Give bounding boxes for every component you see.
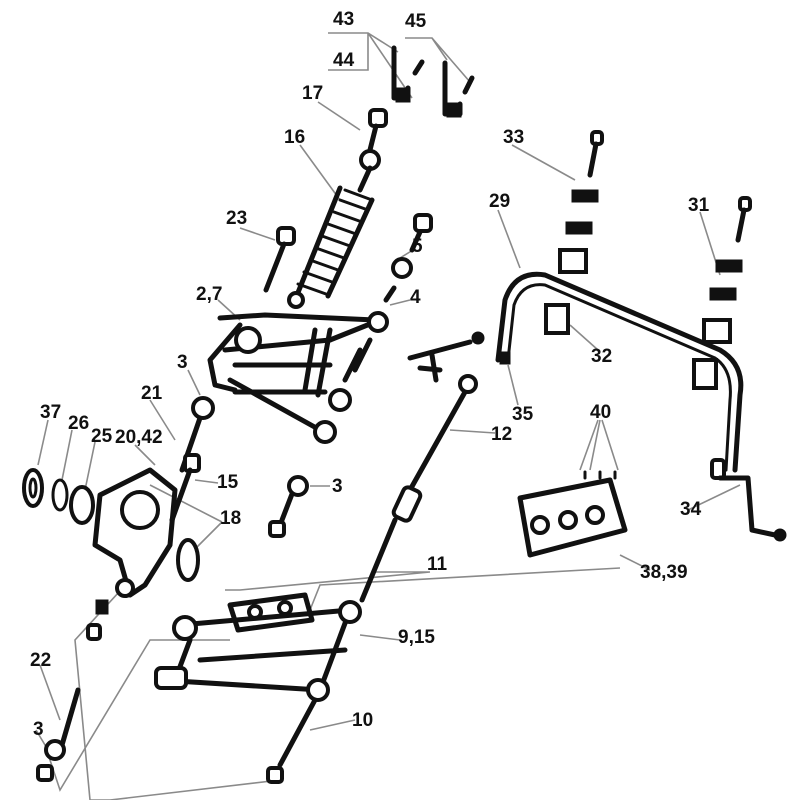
bushing-4 — [383, 285, 397, 303]
clip-43-44 — [391, 45, 425, 103]
bolt-23 — [263, 226, 296, 293]
label-40: 40 — [590, 402, 611, 423]
bolt-10 — [266, 697, 318, 784]
label-22: 22 — [30, 650, 51, 671]
tie-rod-12 — [359, 374, 478, 603]
label-26: 26 — [68, 413, 89, 434]
shock-absorber-16 — [287, 149, 381, 309]
label-12: 12 — [491, 424, 512, 445]
label-5: 5 — [412, 236, 423, 257]
label-31: 31 — [688, 195, 710, 216]
label-29: 29 — [489, 191, 510, 212]
link-34 — [717, 475, 787, 542]
bolt-22 — [59, 687, 81, 748]
bushing-32 — [544, 303, 718, 390]
bolt-5 — [391, 213, 433, 279]
seal-37 — [22, 468, 44, 508]
label-18: 18 — [220, 508, 241, 529]
nut-3-middle — [268, 475, 309, 538]
bracket-33 — [558, 130, 604, 274]
part-labels: 43 44 45 17 16 23 5 4 2,7 3 21 37 26 25 … — [30, 9, 710, 740]
label-15: 15 — [217, 472, 239, 493]
label-17: 17 — [302, 83, 323, 104]
label-34: 34 — [680, 499, 702, 520]
label-32: 32 — [591, 346, 612, 367]
label-20-42: 20,42 — [115, 427, 163, 448]
label-37: 37 — [40, 402, 61, 423]
clip-45 — [442, 60, 475, 118]
label-3-lower: 3 — [33, 719, 44, 740]
bracket-31 — [702, 196, 752, 344]
label-3-upper: 3 — [177, 352, 188, 373]
label-3-middle: 3 — [332, 476, 343, 497]
leader-lines — [35, 32, 741, 800]
label-44: 44 — [333, 50, 355, 71]
label-16: 16 — [284, 127, 305, 148]
ring-26 — [51, 478, 69, 512]
upper-a-arm-2-7 — [207, 311, 389, 444]
label-11: 11 — [427, 554, 448, 575]
label-9-15: 9,15 — [398, 627, 435, 648]
label-33: 33 — [503, 127, 524, 148]
skid-plate-38-39 — [517, 470, 628, 558]
label-38-39: 38,39 — [640, 562, 688, 583]
seal-18 — [176, 538, 200, 582]
steering-knuckle-20-42 — [92, 453, 201, 598]
bolt-17 — [367, 108, 388, 153]
label-25: 25 — [91, 426, 113, 447]
stabilizer-bar-29 — [495, 271, 744, 480]
label-43: 43 — [333, 9, 354, 30]
tie-rod-end-35 — [407, 331, 511, 383]
label-21: 21 — [141, 383, 163, 404]
label-35: 35 — [512, 404, 534, 425]
lower-a-arm-9-15 — [154, 600, 362, 702]
bearing-25 — [69, 485, 95, 525]
ball-joint-3-lower — [36, 599, 109, 782]
label-2-7: 2,7 — [196, 284, 222, 305]
label-23: 23 — [226, 208, 247, 229]
label-4: 4 — [410, 287, 421, 308]
label-10: 10 — [352, 710, 373, 731]
label-45: 45 — [405, 11, 427, 32]
